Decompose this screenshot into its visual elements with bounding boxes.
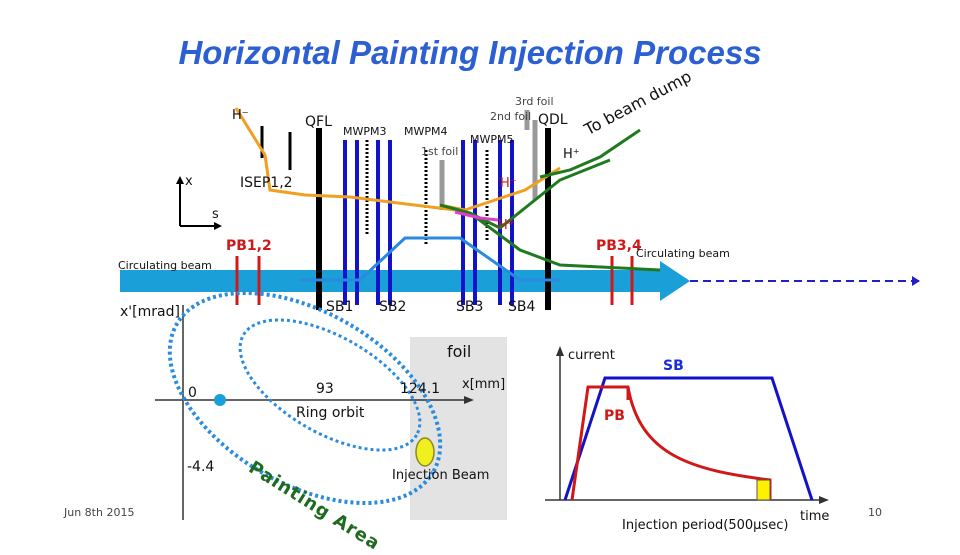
qdl-label: QDL xyxy=(538,112,568,128)
mwpm4-label: MWPM4 xyxy=(404,125,448,138)
isep-label: ISEP1,2 xyxy=(240,175,293,191)
ring-orbit-point xyxy=(214,394,226,406)
pb-waveform xyxy=(570,385,772,501)
ring-orbit-label: Ring orbit xyxy=(296,405,365,421)
ring-orbit-ellipse xyxy=(238,318,422,452)
sb-waveform-label: SB xyxy=(663,358,684,374)
pb34-label: PB3,4 xyxy=(596,238,642,254)
second-foil-label: 2nd foil xyxy=(490,110,532,123)
h-plus-beam xyxy=(439,158,611,230)
injection-period-label: Injection period(500μsec) xyxy=(622,518,789,533)
painting-area-ellipse xyxy=(167,291,443,505)
h-zero-label: H⁰ xyxy=(498,218,513,233)
phase-y-label: x'[mrad] xyxy=(120,304,180,320)
qfl-magnet xyxy=(316,128,322,310)
shift-bump-magnets xyxy=(343,140,514,305)
bump-orbit xyxy=(300,236,560,282)
h-minus-label: H⁻ xyxy=(232,108,249,123)
mwpm5-label: MWPM5 xyxy=(470,133,514,146)
injection-beam-spot xyxy=(415,437,435,467)
injection-period-marker xyxy=(756,479,771,501)
first-foil-label: 1st foil xyxy=(421,145,459,158)
sb-waveform xyxy=(563,376,814,501)
phase-zero-label: 0 xyxy=(188,385,197,401)
foil-label: foil xyxy=(447,342,472,361)
time-label: time xyxy=(800,509,830,524)
qfl-label: QFL xyxy=(305,114,332,130)
page-title: Horizontal Painting Injection Process xyxy=(178,34,762,71)
qdl-magnet xyxy=(545,128,551,310)
mwpm3-label: MWPM3 xyxy=(343,125,387,138)
circulating-beam-right-label: Circulating beam xyxy=(636,247,730,260)
current-label: current xyxy=(568,348,615,363)
page-number: 10 xyxy=(868,506,882,519)
sb2-label: SB2 xyxy=(379,299,407,315)
injection-diagram xyxy=(120,107,920,520)
injection-beam-label: Injection Beam xyxy=(392,468,490,483)
sb4-label: SB4 xyxy=(508,299,536,315)
circulating-beam-left-label: Circulating beam xyxy=(118,259,212,272)
x-axis-label: x xyxy=(185,174,193,189)
sb3-label: SB3 xyxy=(456,299,484,315)
s-axis-label: s xyxy=(212,207,219,222)
h-plus-label: H⁺ xyxy=(563,147,580,162)
h-minus-beam xyxy=(234,107,456,212)
phase-x-label: x[mm] xyxy=(462,377,506,392)
pb12-label: PB1,2 xyxy=(226,238,272,254)
phase-93-label: 93 xyxy=(316,381,334,397)
sb1-label: SB1 xyxy=(326,299,354,315)
phase-124-label: 124.1 xyxy=(400,381,441,397)
pb-waveform-label: PB xyxy=(604,408,625,424)
third-foil-label: 3rd foil xyxy=(515,95,554,108)
footer-date: Jun 8th 2015 xyxy=(64,506,135,519)
phase-ymin-label: -4.4 xyxy=(187,459,215,475)
h-minus-dump-beam xyxy=(539,128,641,179)
foil-region xyxy=(410,337,507,520)
h-minus-ring-label: H⁻ xyxy=(500,176,517,191)
h-zero-beam xyxy=(454,210,499,222)
